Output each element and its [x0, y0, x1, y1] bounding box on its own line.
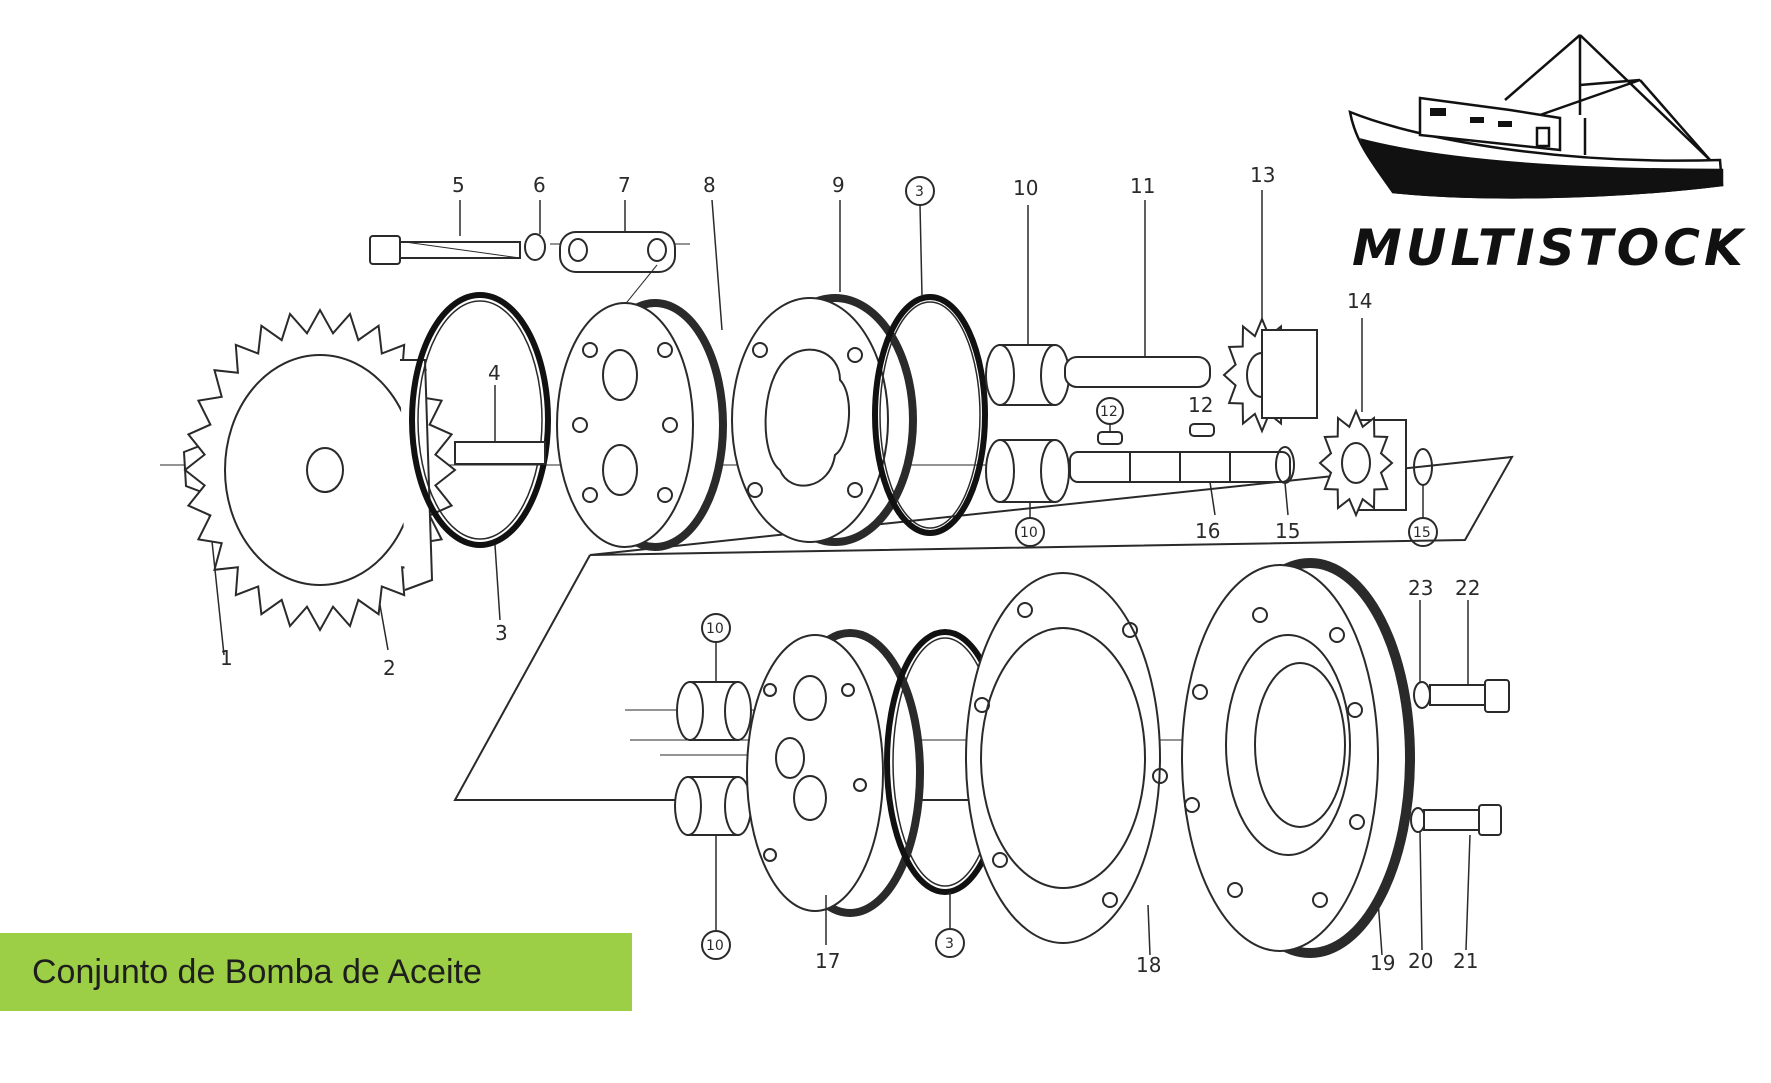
label-10-circled-lower-top: 10: [706, 621, 724, 637]
bolt-part-5: [369, 200, 521, 265]
label-12: 12: [1188, 393, 1213, 417]
label-21: 21: [1453, 949, 1478, 973]
label-10-circled-lower-bottom: 10: [706, 938, 724, 954]
washer-part-6: [524, 200, 546, 261]
label-17: 17: [815, 949, 840, 973]
shaft-part-4: [454, 385, 546, 465]
pin-shaft-part-11: [1064, 200, 1211, 388]
caption-banner: Conjunto de Bomba de Aceite: [0, 933, 632, 1011]
label-23: 23: [1408, 576, 1433, 600]
caption-title: Conjunto de Bomba de Aceite: [32, 952, 482, 991]
cover-plate-part-17: [746, 629, 924, 945]
label-20: 20: [1408, 949, 1433, 973]
label-19: 19: [1370, 951, 1395, 975]
rotor-housing-part-9: [731, 200, 917, 546]
o-ring-part-3-middle: [872, 176, 988, 536]
label-5: 5: [452, 173, 465, 197]
label-6: 6: [533, 173, 546, 197]
bushing-part-10-upper: [985, 205, 1070, 406]
ring-part-15-right: [1408, 448, 1438, 547]
label-3: 3: [495, 621, 508, 645]
small-gear-part-14: [1318, 318, 1407, 518]
multistock-logo: MULTISTOCK: [1348, 34, 1747, 277]
label-16: 16: [1195, 519, 1220, 543]
label-12-circled: 12: [1100, 404, 1118, 420]
bolt-part-21: [1410, 804, 1502, 951]
link-plate-part-7: [559, 200, 676, 386]
label-15: 15: [1275, 519, 1300, 543]
ship-icon: [1348, 34, 1724, 199]
gasket-part-18: [965, 572, 1168, 956]
label-18: 18: [1136, 953, 1161, 977]
small-gear-part-13: [1222, 190, 1318, 434]
label-10-circled: 10: [1020, 525, 1038, 541]
label-15-circled: 15: [1413, 525, 1431, 541]
label-3-circled-bottom: 3: [945, 936, 954, 952]
bushing-part-10-lower: [985, 439, 1070, 547]
label-13: 13: [1250, 163, 1275, 187]
label-2: 2: [383, 656, 396, 680]
ring-part-15-left: [1275, 446, 1295, 516]
bushing-part-10-lower-group-top: [676, 613, 752, 741]
label-22: 22: [1455, 576, 1480, 600]
label-3-circled: 3: [915, 184, 924, 200]
label-14: 14: [1347, 289, 1372, 313]
o-ring-part-3-left: [409, 292, 551, 621]
bolt-part-22: [1413, 600, 1510, 713]
label-10: 10: [1013, 176, 1038, 200]
key-part-12: [1096, 397, 1215, 445]
large-gear-part-2: [183, 307, 457, 651]
label-11: 11: [1130, 174, 1155, 198]
label-7: 7: [618, 173, 631, 197]
drive-shaft-part-16: [1069, 451, 1291, 516]
logo-wordmark: MULTISTOCK: [1352, 219, 1747, 277]
label-8: 8: [703, 173, 716, 197]
bushing-part-10-lower-group-bottom: [674, 776, 752, 960]
part-labels: 1 2 3 4 5 6 7 8 9 3 10 11 13 12 12 14 10…: [220, 163, 1480, 977]
label-4: 4: [488, 361, 501, 385]
label-9: 9: [832, 173, 845, 197]
label-1: 1: [220, 646, 233, 670]
end-plate-part-19: [1181, 558, 1415, 958]
pump-body-part-8: [556, 199, 727, 551]
